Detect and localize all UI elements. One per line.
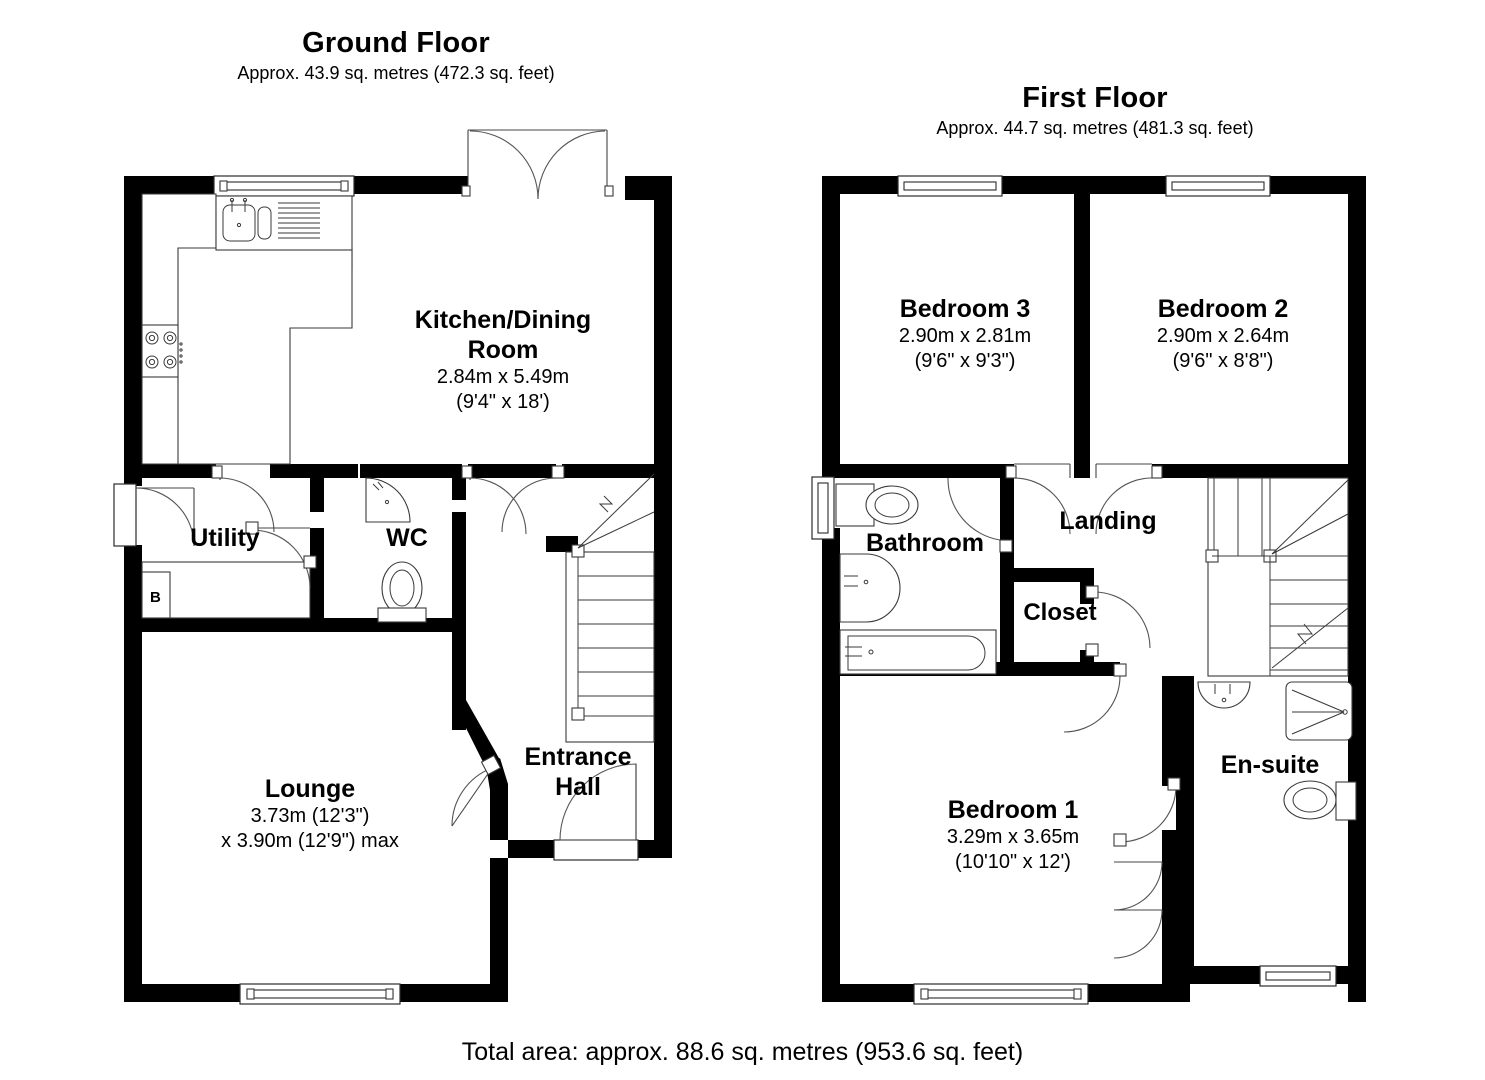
wall-first-bed1-right2 (1162, 830, 1176, 984)
first-floor-area: Approx. 44.7 sq. metres (481.3 sq. feet) (936, 118, 1254, 138)
wall-ground-wc-right (452, 478, 466, 500)
ground-floor-area: Approx. 43.9 sq. metres (472.3 sq. feet) (237, 63, 555, 83)
wall-ground-bottom-right (398, 984, 508, 1002)
ensuite-door[interactable] (1113, 777, 1181, 847)
bathroom-bathtub-icon (839, 629, 997, 675)
ensuite-basin-icon (1197, 681, 1251, 709)
utility-external-door[interactable] (113, 483, 195, 547)
french-doors-kitchen[interactable] (461, 129, 614, 200)
kitchen-hob-icon (141, 324, 183, 378)
wall-ground-kitchen-bottom-3 (360, 464, 462, 478)
wall-first-ensuite-bottom (1194, 966, 1262, 984)
window-kitchen-top (213, 175, 355, 197)
wall-ground-left-utility-top (124, 464, 142, 486)
wall-first-top-mid (1000, 176, 1168, 194)
wall-ground-lounge-right (490, 858, 508, 1002)
wall-ground-utility-right-2 (310, 528, 324, 632)
staircase-first-icon (1205, 477, 1349, 677)
window-lounge-bottom (239, 983, 401, 1005)
wall-first-bathroom-right2 (1000, 548, 1014, 676)
wall-first-closet-bottom (1014, 662, 1094, 676)
wc-toilet-icon (377, 561, 427, 623)
wall-first-ensuite-left (1176, 676, 1194, 984)
wall-first-left-upper (822, 194, 840, 478)
window-ensuite-bottom (1259, 965, 1337, 987)
bedroom1-wardrobe-doors[interactable] (1113, 861, 1163, 959)
wall-ground-utility-bottom (142, 618, 324, 632)
lounge-door[interactable] (451, 754, 502, 827)
wall-ground-top-mid (352, 176, 468, 194)
total-area-text: Total area: approx. 88.6 sq. metres (953… (461, 1038, 1024, 1066)
kitchen-draining-board-icon (278, 202, 320, 239)
window-bedroom1-bottom (913, 983, 1089, 1005)
wall-first-bed1-right (1162, 676, 1176, 786)
wall-first-top-right2 (1268, 176, 1366, 194)
bedroom2-door[interactable] (1095, 463, 1163, 535)
wall-ground-bottom-left (124, 984, 242, 1002)
ground-floor-title: Ground Floor (302, 27, 490, 59)
wall-ground-stair-stub (546, 536, 578, 552)
bathroom-door[interactable] (947, 477, 1013, 553)
wall-ground-hall-angle (452, 700, 500, 768)
wall-ground-right (654, 194, 672, 858)
wall-ground-left-lower (124, 640, 142, 1002)
first-floor-title: First Floor (1022, 82, 1168, 114)
wall-first-closet-top (1014, 568, 1094, 582)
wall-first-bed3-bed2 (1074, 194, 1090, 478)
wall-ground-kitchen-bottom-4 (468, 464, 556, 478)
ensuite-toilet-icon (1283, 780, 1357, 821)
utility-door-hall[interactable] (245, 521, 317, 589)
wall-ground-kitchen-bottom-2 (270, 464, 358, 478)
window-bathroom-left (811, 476, 835, 540)
wall-ground-utility-right (310, 478, 324, 512)
wc-door[interactable] (461, 465, 527, 535)
wall-first-bathroom-right (1000, 478, 1014, 548)
bedroom1-door[interactable] (1063, 663, 1127, 733)
wall-first-bed1-right3 (1162, 966, 1194, 984)
wall-ground-hall-angle2 (486, 758, 508, 840)
wall-ground-hall-bottom-right (636, 840, 672, 858)
ensuite-shower-icon (1285, 681, 1353, 741)
wall-ground-kitchen-bottom-1 (142, 464, 216, 478)
first-floor-heading: First Floor Approx. 44.7 sq. metres (481… (855, 81, 1335, 141)
wall-first-right (1348, 194, 1366, 1002)
closet-door[interactable] (1085, 585, 1151, 657)
wall-ground-wc-bottom (324, 618, 466, 632)
wall-ground-left-upper (124, 240, 142, 464)
wall-ground-hall-bottom-left (508, 840, 556, 858)
utility-worktop-icon: B (141, 561, 311, 619)
bathroom-toilet-icon (835, 483, 919, 527)
kitchen-worktop-icon (141, 193, 353, 465)
wall-first-ensuite-bottom2 (1334, 966, 1366, 984)
wall-ground-wc-right-2 (452, 512, 466, 632)
utility-door-kitchen[interactable] (211, 465, 275, 533)
bedroom3-door[interactable] (1005, 463, 1071, 535)
wall-first-bottom-left (822, 984, 916, 1002)
window-bedroom3-top (897, 175, 1003, 197)
wall-first-bed2-bottom (1152, 464, 1348, 478)
wall-first-bottom-mid (1086, 984, 1190, 1002)
front-door[interactable] (553, 763, 639, 861)
window-bedroom2-top (1165, 175, 1271, 197)
wall-first-left-mid (822, 528, 840, 1002)
ground-floor-heading: Ground Floor Approx. 43.9 sq. metres (47… (156, 26, 636, 86)
bathroom-basin-icon (839, 553, 901, 623)
kitchen-sink-unit (215, 195, 353, 251)
boiler-label: B (150, 589, 161, 606)
wall-ground-kitchen-bottom-5 (562, 464, 654, 478)
wall-ground-top-left (124, 176, 216, 240)
wc-corner-basin-icon (365, 477, 411, 523)
staircase-icon (565, 473, 655, 743)
wall-first-bed3-bottom (840, 464, 1014, 478)
kitchen-hall-door[interactable] (501, 465, 565, 533)
wall-ground-left-utility-bot (124, 545, 142, 640)
